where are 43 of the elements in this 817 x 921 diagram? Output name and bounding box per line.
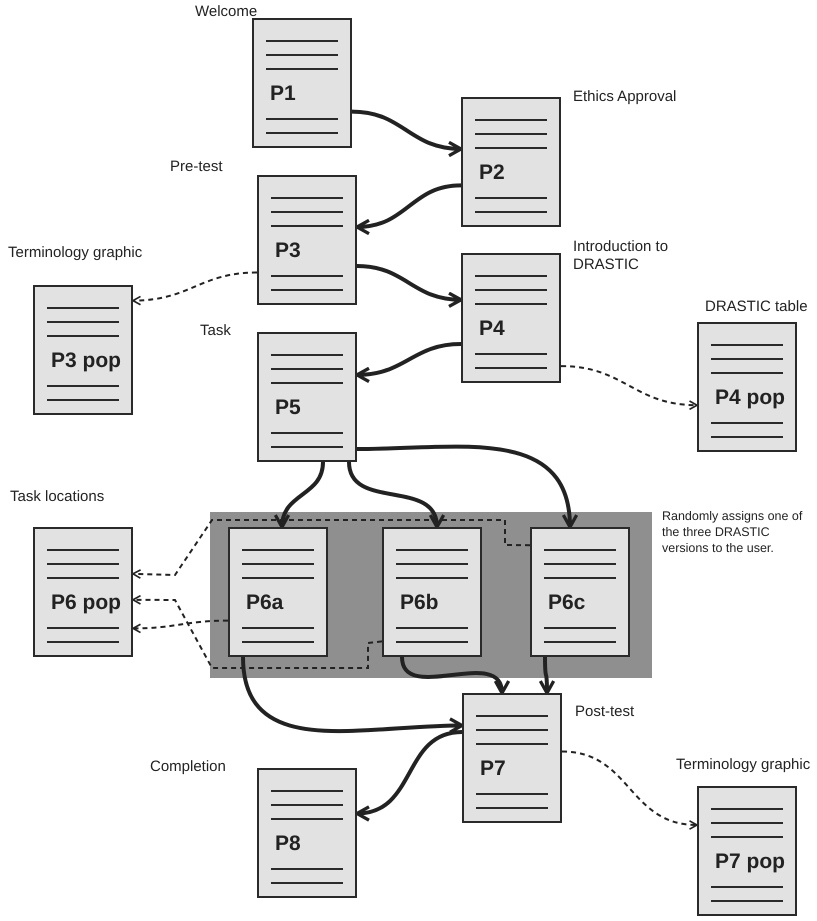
page-label: P6c <box>547 591 586 615</box>
page-title: Introduction to DRASTIC <box>573 238 670 274</box>
arrow <box>241 656 464 734</box>
page-label: P6 pop <box>50 591 119 615</box>
page-label: P7 <box>479 757 507 781</box>
arrow <box>356 444 578 529</box>
page-title: Ethics Approval <box>573 88 676 106</box>
dashed-arrow <box>132 519 530 579</box>
arrow <box>347 462 444 529</box>
page-label: P4 pop <box>714 386 783 410</box>
dashed-arrow <box>560 365 698 410</box>
page-title: Completion <box>150 758 226 776</box>
page-label: P5 <box>274 396 302 420</box>
page-label: P3 <box>274 239 302 263</box>
arrow <box>355 183 462 234</box>
page-label: P8 <box>274 832 302 856</box>
arrow <box>352 110 463 157</box>
arrow <box>400 656 508 695</box>
page-label: P1 <box>269 82 297 106</box>
page-title: Welcome <box>195 3 258 21</box>
note-text: Randomly assigns one of the three DRASTIC versions to the user. <box>662 508 804 556</box>
page-title: Terminology graphic <box>676 756 810 774</box>
page-label: P6a <box>245 591 284 615</box>
arrow <box>538 656 556 695</box>
arrow <box>356 264 463 308</box>
page-title: Terminology graphic <box>8 244 142 262</box>
page-title: Task locations <box>10 488 104 506</box>
page-title: Post-test <box>575 703 634 721</box>
dashed-arrow <box>562 750 698 830</box>
page-title: Task <box>200 322 231 340</box>
page-title: Pre-test <box>170 158 223 176</box>
dashed-arrow <box>132 620 228 634</box>
arrow <box>355 342 462 383</box>
arrow <box>355 730 462 820</box>
page-label: P2 <box>478 161 506 185</box>
dashed-arrow <box>132 272 258 306</box>
arrow <box>274 462 325 529</box>
dashed-arrow <box>132 594 382 669</box>
page-label: P6b <box>399 591 440 615</box>
page-label: P4 <box>478 317 506 341</box>
page-label: P3 pop <box>50 349 119 373</box>
page-label: P7 pop <box>714 850 783 874</box>
page-title: DRASTIC table <box>705 298 808 316</box>
